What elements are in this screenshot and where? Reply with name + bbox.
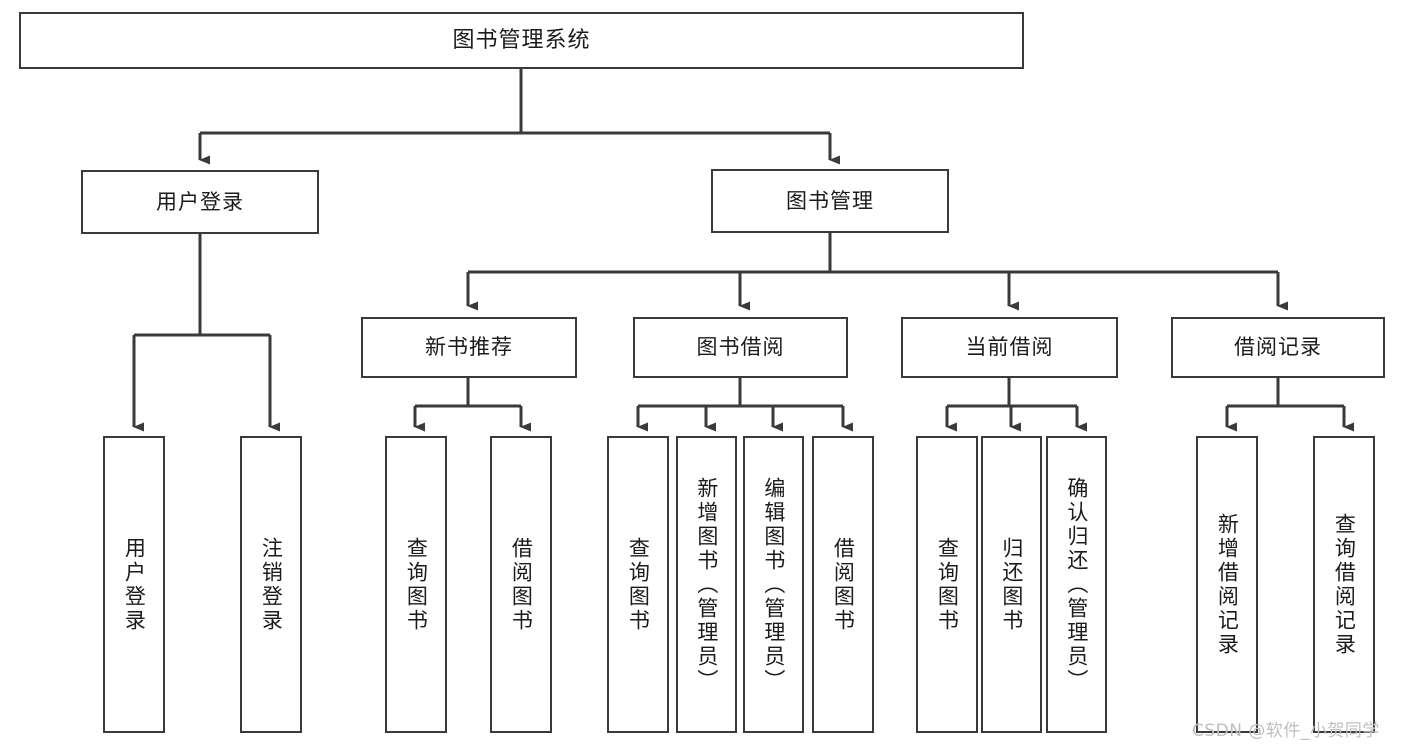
- node-current-borrow[interactable]: 当前借阅: [901, 317, 1118, 378]
- node-leaf-borrow-book[interactable]: 借阅图书: [812, 436, 874, 733]
- node-leaf-return-book[interactable]: 归还图书: [981, 436, 1042, 733]
- node-root-system[interactable]: 图书管理系统: [19, 12, 1024, 69]
- node-label: 编辑图书（管理员）: [761, 476, 786, 693]
- node-label: 新增借阅记录: [1215, 512, 1240, 657]
- node-leaf-user-login[interactable]: 用户登录: [103, 436, 165, 733]
- node-label: 图书管理: [786, 188, 874, 213]
- node-label: 借阅记录: [1234, 335, 1322, 360]
- node-label: 归还图书: [999, 536, 1024, 633]
- node-label: 查询借阅记录: [1332, 512, 1357, 657]
- node-leaf-confirm-return-admin[interactable]: 确认归还（管理员）: [1046, 436, 1107, 733]
- node-label: 查询图书: [404, 536, 429, 633]
- node-leaf-add-borrow-record[interactable]: 新增借阅记录: [1196, 436, 1258, 733]
- node-label: 新书推荐: [425, 335, 513, 360]
- node-label: 新增图书（管理员）: [694, 476, 719, 693]
- node-label: 查询图书: [935, 536, 960, 633]
- node-label: 图书借阅: [696, 335, 785, 360]
- node-borrow-record[interactable]: 借阅记录: [1171, 317, 1385, 378]
- node-label: 借阅图书: [831, 536, 856, 633]
- node-leaf-query-book-new[interactable]: 查询图书: [385, 436, 447, 733]
- node-leaf-query-book-current[interactable]: 查询图书: [916, 436, 978, 733]
- node-leaf-logout[interactable]: 注销登录: [240, 436, 302, 733]
- node-leaf-query-borrow-record[interactable]: 查询借阅记录: [1313, 436, 1375, 733]
- node-label: 借阅图书: [509, 536, 534, 633]
- node-leaf-borrow-book-new[interactable]: 借阅图书: [490, 436, 552, 733]
- node-leaf-add-book-admin[interactable]: 新增图书（管理员）: [676, 436, 737, 733]
- node-book-management[interactable]: 图书管理: [711, 169, 949, 233]
- node-label: 查询图书: [626, 536, 651, 633]
- node-user-login[interactable]: 用户登录: [81, 170, 319, 234]
- node-leaf-edit-book-admin[interactable]: 编辑图书（管理员）: [743, 436, 804, 733]
- node-label: 图书管理系统: [452, 27, 591, 53]
- node-label: 当前借阅: [965, 335, 1054, 360]
- node-book-borrow[interactable]: 图书借阅: [633, 317, 848, 378]
- node-label: 确认归还（管理员）: [1064, 476, 1089, 693]
- node-new-book-recommend[interactable]: 新书推荐: [361, 317, 577, 378]
- node-label: 用户登录: [156, 189, 244, 214]
- node-leaf-query-book-borrow[interactable]: 查询图书: [607, 436, 669, 733]
- node-label: 用户登录: [122, 536, 147, 633]
- node-label: 注销登录: [259, 536, 284, 633]
